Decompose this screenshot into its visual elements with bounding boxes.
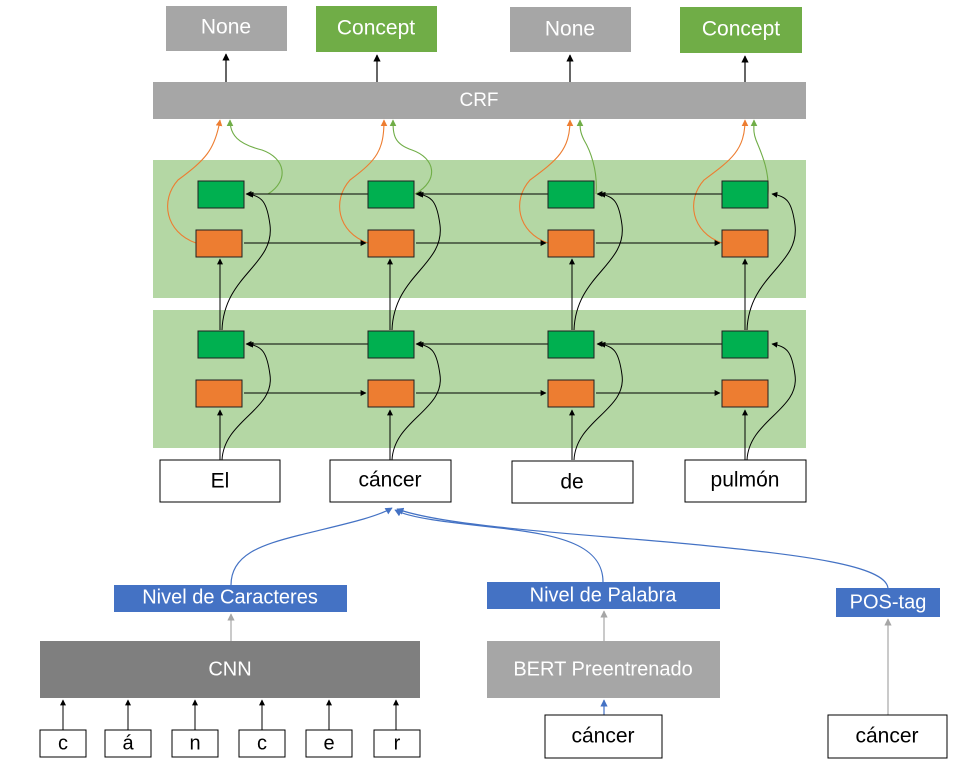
crf-label: CRF: [459, 90, 498, 111]
feature-connectors: [230, 507, 889, 589]
cnn-block: CNN: [40, 641, 420, 698]
word-token-1-text: El: [211, 470, 230, 493]
word-level-label: Nivel de Palabra: [530, 584, 678, 606]
crf-to-output-arrows: [222, 53, 749, 82]
output-label-3: None: [510, 7, 631, 52]
bert-block: BERT Preentrenado: [487, 641, 720, 698]
word-token-1: El: [159, 459, 281, 503]
bert-input-token: cáncer: [544, 714, 663, 759]
lstm-backward-cell: [367, 330, 415, 359]
lstm-backward-cell: [367, 180, 415, 209]
output-label-1: None: [166, 6, 287, 51]
encoder-to-tag-arrows: [227, 610, 892, 715]
lower-bilstm-band: [153, 310, 806, 448]
lstm-backward-cell: [721, 180, 769, 209]
word-token-4: pulmón: [684, 459, 807, 503]
lstm-to-crf-connectors: [167, 119, 769, 244]
char-token-1: c: [39, 729, 87, 758]
output-label-1-text: None: [201, 16, 251, 39]
word-token-2: cáncer: [329, 459, 452, 503]
char-token-1-text: c: [58, 732, 68, 754]
pos-tag-label: POS-tag: [850, 591, 927, 613]
char-token-3: n: [171, 729, 219, 758]
char-token-2-text: á: [122, 732, 134, 754]
lstm-forward-cell: [721, 229, 769, 258]
char-token-6-text: r: [394, 732, 401, 754]
lstm-forward-cell: [367, 379, 415, 408]
upper-bilstm-band: [153, 160, 806, 298]
lstm-backward-cell: [547, 180, 595, 209]
lstm-forward-cell: [547, 379, 595, 408]
pos-input-text: cáncer: [855, 725, 918, 748]
upper-bilstm-recurrent-arrows: [244, 191, 722, 246]
output-label-2: Concept: [316, 6, 437, 52]
word-token-3-text: de: [560, 471, 583, 494]
word-token-4-text: pulmón: [711, 469, 780, 492]
bert-label: BERT Preentrenado: [513, 658, 692, 680]
char-token-2: á: [104, 729, 152, 758]
lower-bilstm-cells: [195, 330, 769, 408]
lstm-backward-cell: [197, 180, 245, 209]
word-token-3: de: [511, 460, 634, 504]
output-label-3-text: None: [545, 18, 595, 41]
upper-bilstm-cells: [195, 180, 769, 258]
cnn-label: CNN: [208, 658, 251, 680]
word-token-2-text: cáncer: [358, 469, 421, 492]
lstm-forward-cell: [721, 379, 769, 408]
lstm-forward-cell: [367, 229, 415, 258]
lstm-forward-cell: [547, 229, 595, 258]
output-label-2-text: Concept: [337, 17, 415, 40]
char-token-4: c: [238, 729, 286, 758]
lstm-forward-cell: [195, 379, 243, 408]
char-level-tag: Nivel de Caracteres: [114, 585, 347, 612]
lstm-backward-cell: [547, 330, 595, 359]
lstm-forward-cell: [195, 229, 243, 258]
char-token-6: r: [373, 729, 421, 758]
output-label-4: Concept: [680, 7, 802, 53]
word-level-tag: Nivel de Palabra: [487, 582, 720, 609]
char-token-5-text: e: [323, 732, 334, 754]
char-level-label: Nivel de Caracteres: [142, 586, 318, 608]
lstm-backward-cell: [197, 330, 245, 359]
char-token-4-text: c: [257, 732, 267, 754]
char-to-cnn-arrows: [60, 699, 399, 730]
pos-input-token: cáncer: [827, 714, 948, 759]
crf-layer: CRF: [153, 82, 806, 119]
lstm-backward-cell: [721, 330, 769, 359]
char-token-3-text: n: [189, 732, 200, 754]
output-label-4-text: Concept: [702, 18, 780, 41]
bert-input-text: cáncer: [571, 725, 634, 748]
pos-tag: POS-tag: [836, 588, 940, 617]
char-token-5: e: [305, 729, 353, 758]
interlayer-arrows: [217, 191, 796, 461]
